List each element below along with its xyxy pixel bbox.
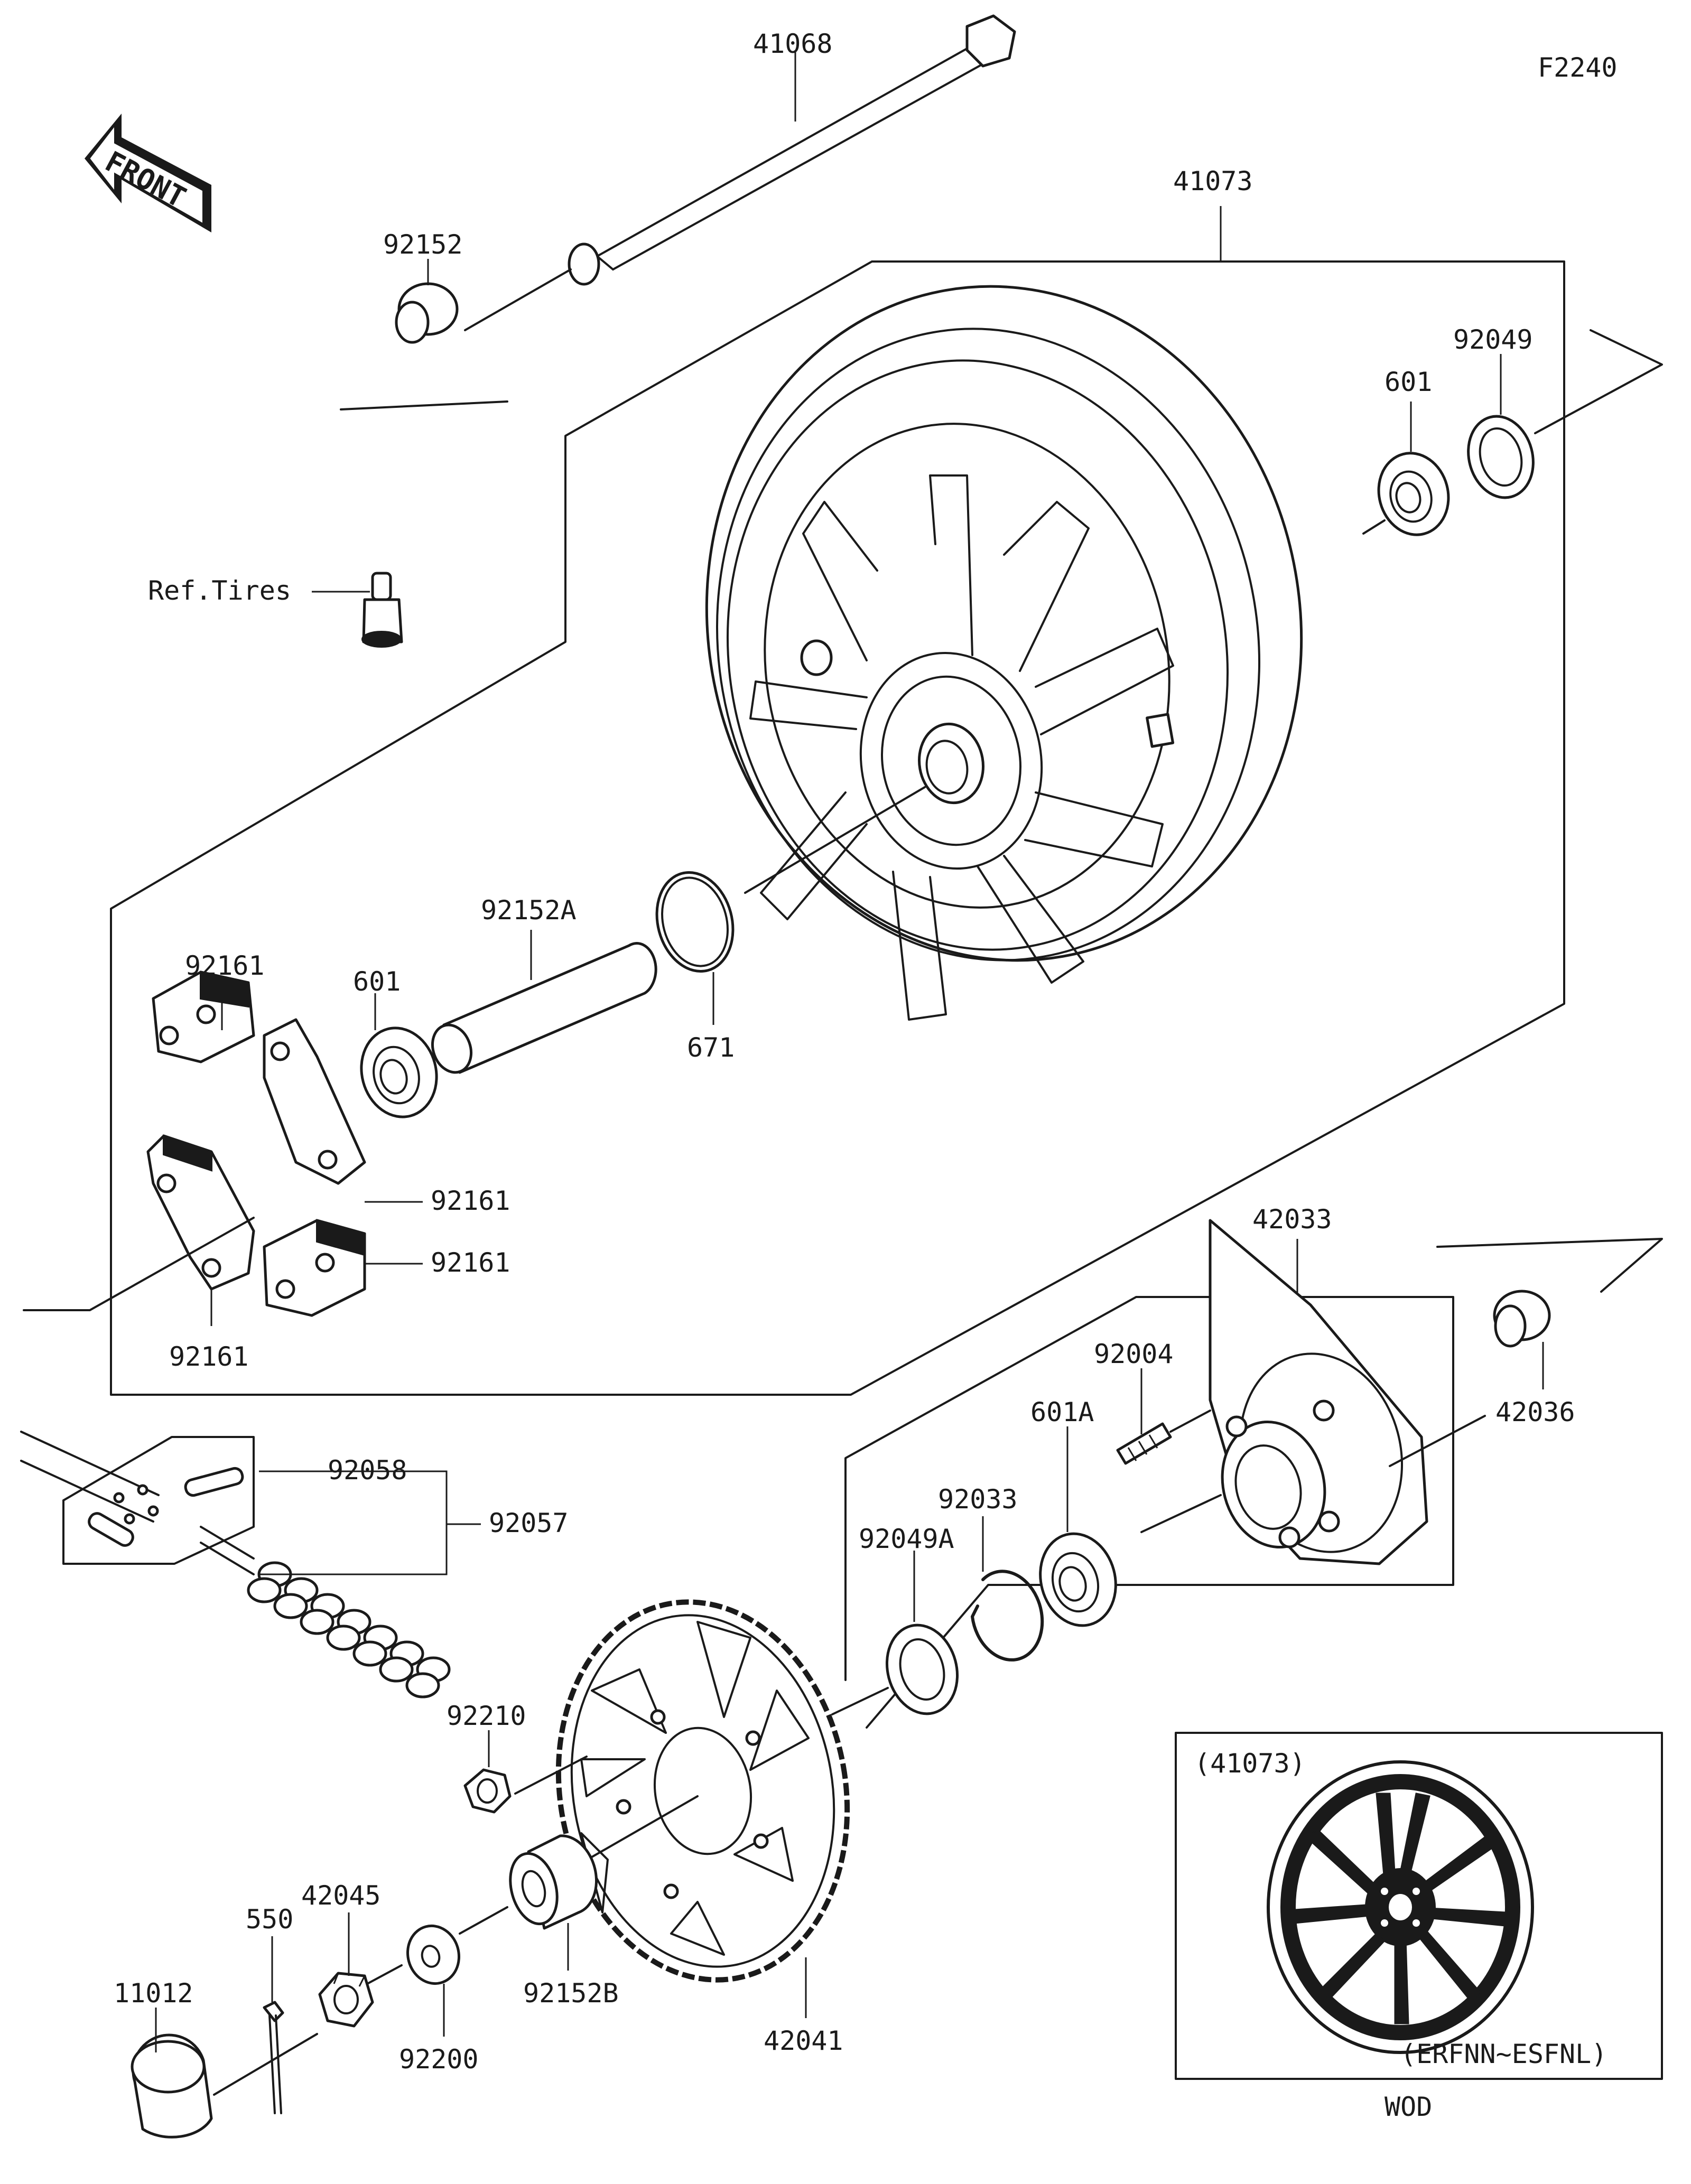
cotter-pin-550 <box>263 2001 284 2114</box>
inset-footer: WOD <box>1385 2092 1432 2122</box>
label-550: 550 <box>246 1904 293 1935</box>
inset-title: (41073) <box>1194 1748 1306 1779</box>
label-92152: 92152 <box>383 229 463 260</box>
label-92057: 92057 <box>489 1508 569 1538</box>
damper-92161-a <box>152 970 255 1063</box>
label-ref-tires: Ref.Tires <box>148 575 291 606</box>
washer-92200 <box>406 1924 461 1985</box>
label-11012: 11012 <box>114 1978 193 2009</box>
label-92049: 92049 <box>1453 324 1533 355</box>
valve-stem-icon <box>361 572 403 648</box>
stud-92004 <box>1116 1422 1172 1465</box>
spacer-92152A <box>431 942 657 1074</box>
wheel-group-frame <box>110 260 1565 1396</box>
chain-joint-92058 <box>62 1436 255 1565</box>
oil-seal-92049A <box>885 1623 959 1715</box>
figure-code: F2240 <box>1538 52 1618 83</box>
label-41073: 41073 <box>1173 166 1253 197</box>
label-92210: 92210 <box>447 1701 526 1731</box>
label-42036: 42036 <box>1495 1397 1575 1427</box>
label-92161-c: 92161 <box>431 1247 510 1278</box>
label-92049A: 92049A <box>859 1524 954 1554</box>
label-601-top: 601 <box>1385 367 1432 397</box>
damper-92161-b <box>263 1018 366 1185</box>
hub-group-frame <box>844 1296 1454 1729</box>
axle-41068 <box>464 14 1016 331</box>
label-92004: 92004 <box>1094 1339 1174 1369</box>
label-92152A: 92152A <box>481 895 577 926</box>
label-92161-d: 92161 <box>169 1341 249 1372</box>
bearing-601-top <box>1377 452 1450 536</box>
o-ring-671 <box>655 871 735 973</box>
rear-sprocket-42041 <box>555 1599 850 1983</box>
inset-wheel-icon <box>1267 1760 1534 2054</box>
bearing-601-left <box>360 1026 438 1118</box>
label-92152B: 92152B <box>523 1978 619 2009</box>
rear-wheel-41073 <box>705 285 1303 1021</box>
label-92200: 92200 <box>399 2044 479 2075</box>
sprocket-hub-42033 <box>1209 1219 1428 1565</box>
label-92161-a: 92161 <box>185 950 265 981</box>
label-671: 671 <box>687 1032 735 1063</box>
cap-11012 <box>131 2033 213 2139</box>
bearing-601A <box>1039 1532 1117 1627</box>
collar-92152B <box>509 1834 598 1930</box>
damper-92161-d <box>263 1219 366 1317</box>
label-92033: 92033 <box>938 1484 1018 1515</box>
collar-92152 <box>340 282 508 410</box>
label-601A: 601A <box>1030 1397 1094 1427</box>
label-41068: 41068 <box>753 29 833 59</box>
castle-nut-42045 <box>318 1972 374 2028</box>
damper-92161-c <box>146 1134 255 1291</box>
nut-92210 <box>463 1768 512 1814</box>
front-arrow-icon: FRONT <box>85 114 211 232</box>
label-92161-b: 92161 <box>431 1186 510 1216</box>
inset-range: (ERFNN~ESFNL) <box>1400 2039 1607 2069</box>
inset-box <box>1175 1732 1663 2080</box>
label-92058: 92058 <box>328 1455 407 1486</box>
collar-42036 <box>1493 1290 1551 1348</box>
label-601-left: 601 <box>353 966 401 997</box>
oil-seal-92049 <box>1467 415 1535 499</box>
label-42045: 42045 <box>301 1880 381 1911</box>
label-42033: 42033 <box>1252 1204 1332 1235</box>
circlip-92033 <box>971 1570 1044 1662</box>
label-42041: 42041 <box>764 2026 843 2056</box>
